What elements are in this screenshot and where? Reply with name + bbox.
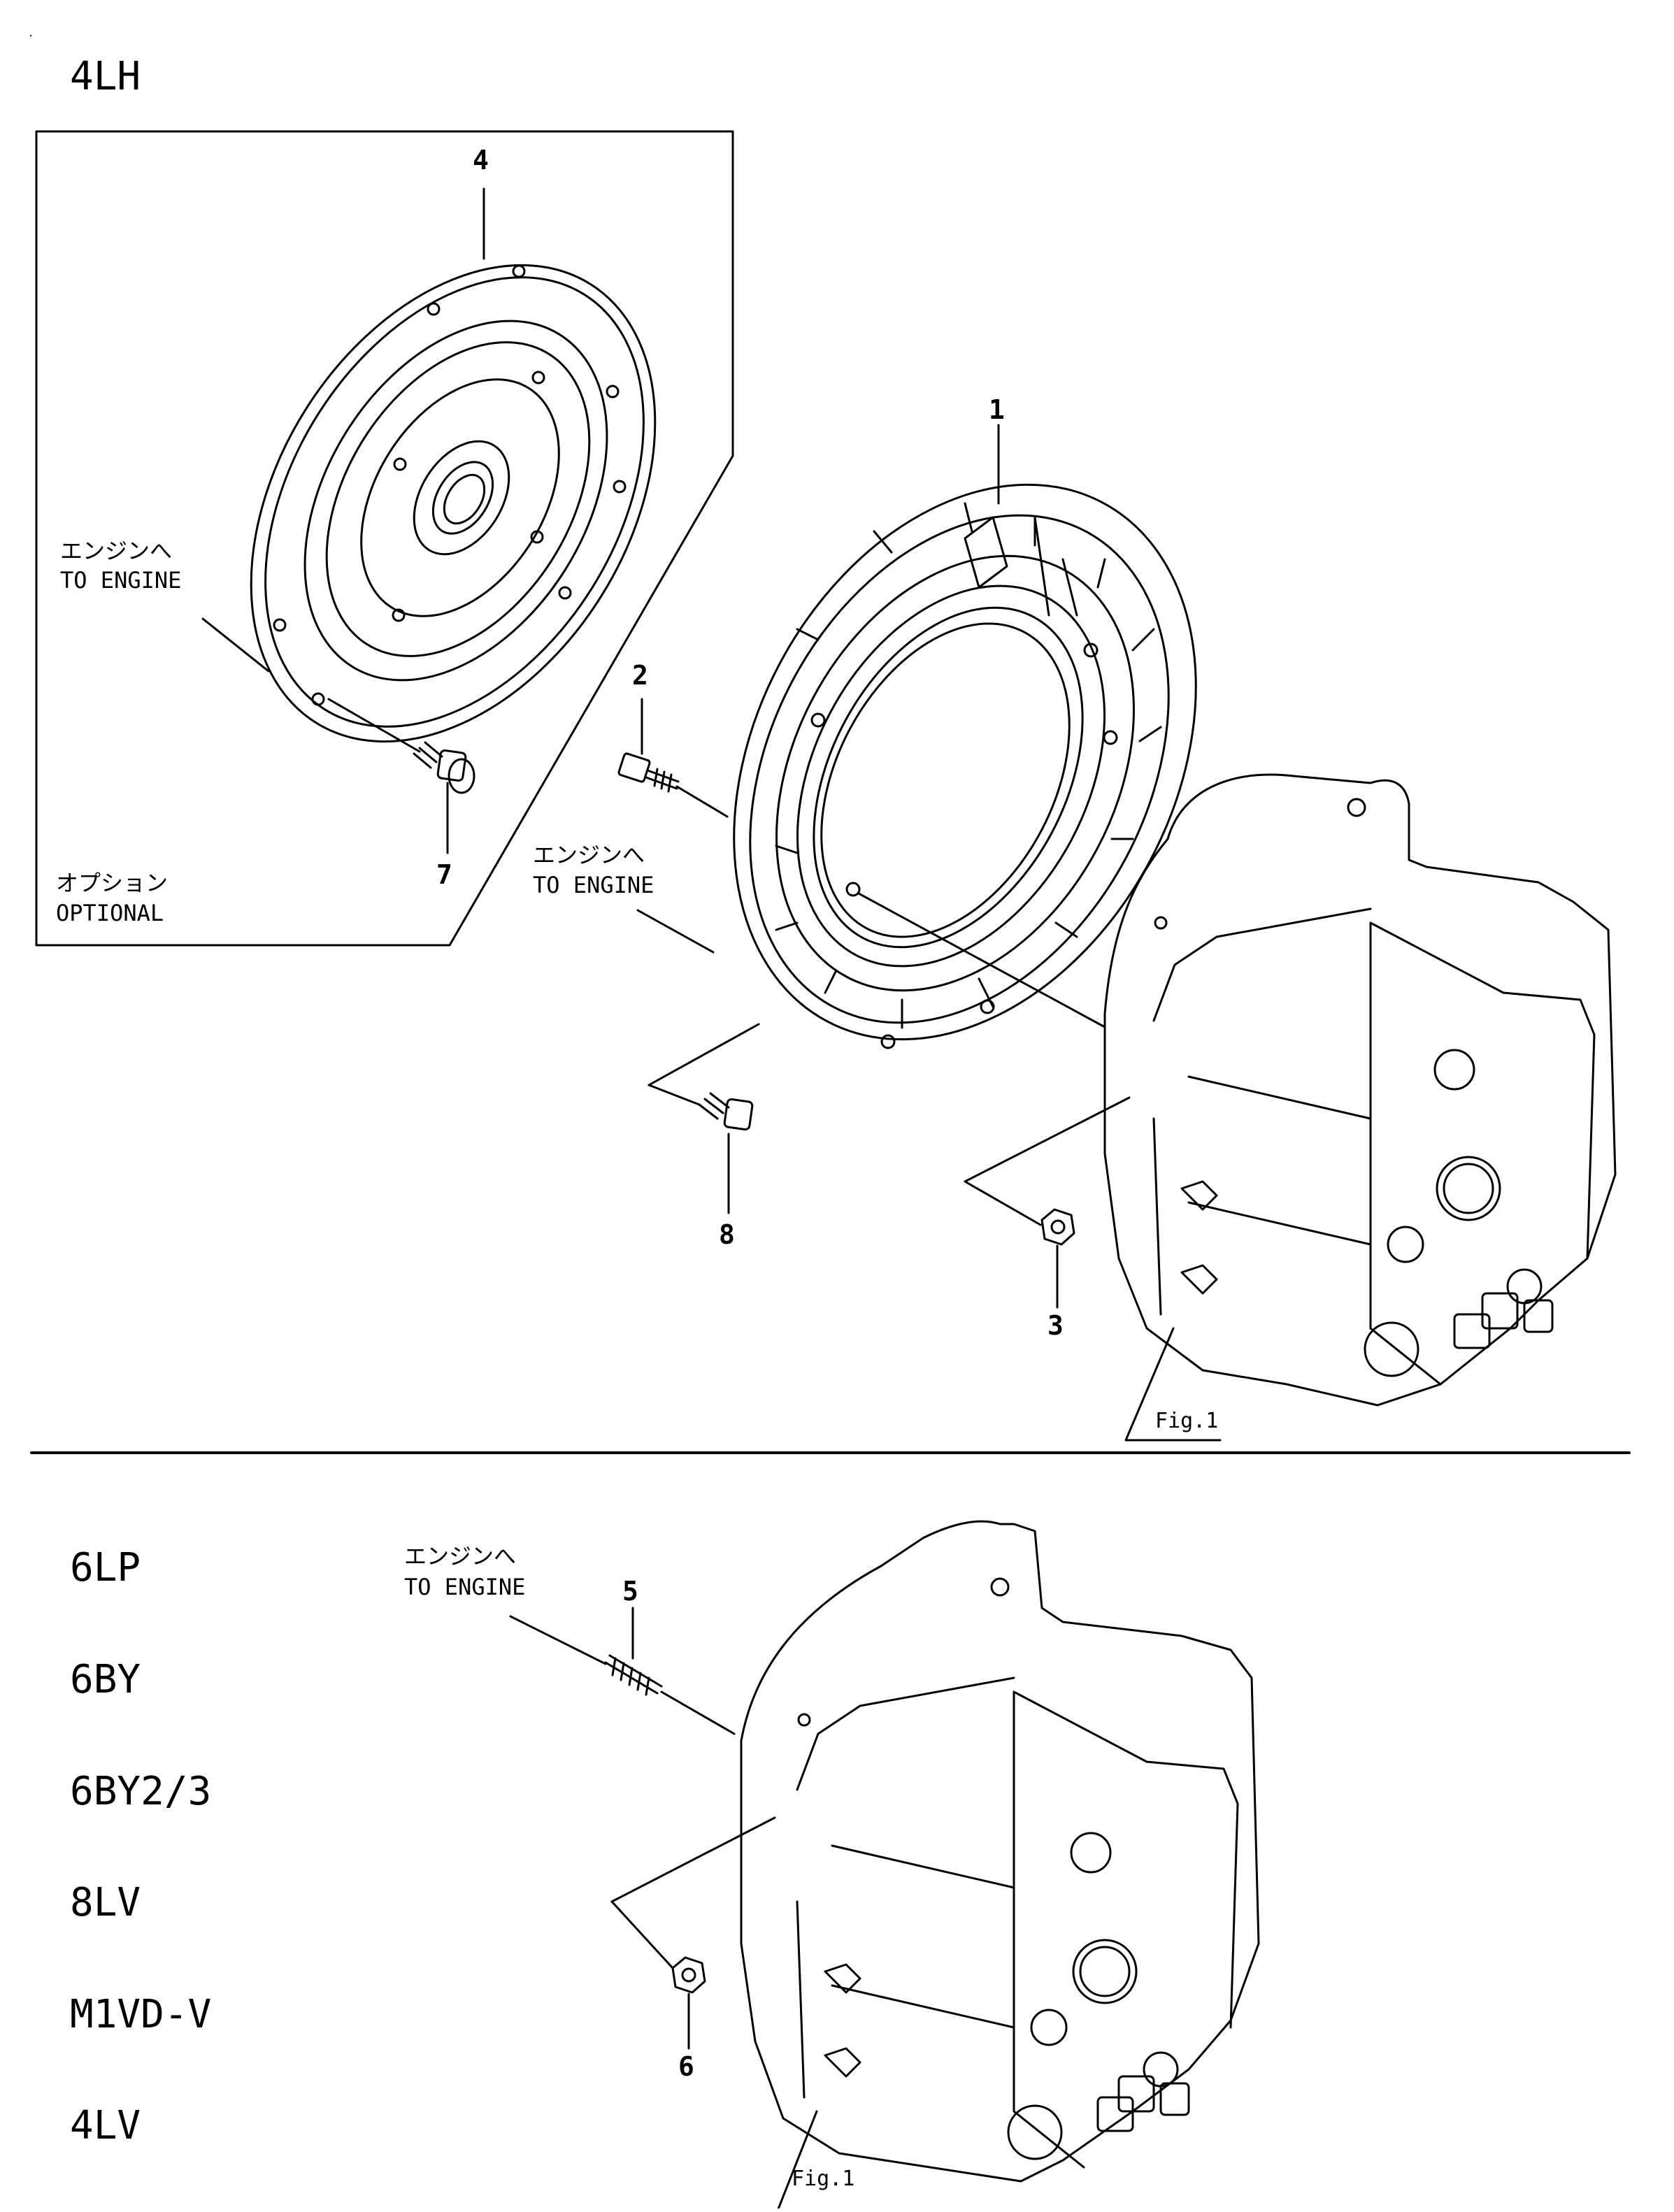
nut-6-drawing <box>671 1956 706 1994</box>
flex-plate-drawing <box>250 264 657 743</box>
gearbox-bottom-drawing <box>740 1520 1260 2183</box>
top-to-engine-ja: エンジンへ <box>533 842 645 868</box>
flywheel-housing-drawing <box>733 483 1197 1049</box>
callout-4: 4 <box>473 145 489 175</box>
leader-nut-6 <box>610 1816 776 1969</box>
leader-bottom-to-engine <box>509 1615 607 1665</box>
top-to-engine-en: TO ENGINE <box>533 872 654 898</box>
callout-5: 5 <box>622 1576 638 1607</box>
callout-3: 3 <box>1047 1310 1064 1341</box>
leader-stud-to-gearbox <box>660 1690 736 1735</box>
bolt-8-drawing <box>698 1092 754 1131</box>
leader-nut-3 <box>964 1096 1131 1226</box>
gearbox-top-drawing <box>1103 773 1617 1407</box>
top-fig-label: Fig.1 <box>1155 1409 1219 1433</box>
optional-note-en: OPTIONAL <box>56 900 164 926</box>
leader-housing-to-gearbox <box>857 892 1105 1028</box>
model-6lp: 6LP <box>70 1545 141 1591</box>
callout-2: 2 <box>632 660 648 691</box>
callout-8: 8 <box>719 1219 735 1250</box>
fig-1-top-leader <box>1124 1327 1222 1442</box>
model-8lv: 8LV <box>70 1880 141 1926</box>
leader-bolt-2-to-housing <box>675 785 729 818</box>
bolt-2-drawing <box>617 752 680 793</box>
bottom-fig-label: Fig.1 <box>792 2167 855 2191</box>
top-model-label: 4LH <box>70 54 141 99</box>
bolt-7-drawing <box>413 741 475 794</box>
bottom-to-engine-en: TO ENGINE <box>404 1574 526 1600</box>
leader-optional-to-engine <box>201 617 270 673</box>
nut-3-drawing <box>1040 1208 1075 1246</box>
optional-to-engine-ja: エンジンへ <box>60 538 173 564</box>
model-4lv: 4LV <box>70 2103 141 2149</box>
leader-bolt-7-to-plate <box>327 698 421 753</box>
optional-note-ja: オプション <box>56 870 169 896</box>
model-6by2-3: 6BY2/3 <box>70 1768 212 1814</box>
callout-7: 7 <box>436 859 452 890</box>
bottom-model-list: 6LP 6BY 6BY2/3 8LV M1VD-V 4LV <box>70 1475 211 2182</box>
optional-box-outline <box>35 130 734 947</box>
corner-mark: . <box>28 28 34 39</box>
optional-to-engine-en: TO ENGINE <box>60 567 182 594</box>
callout-1: 1 <box>989 394 1005 425</box>
model-m1vd-v: M1VD-V <box>70 1991 212 2037</box>
stud-5-drawing <box>604 1654 663 1696</box>
callout-6: 6 <box>678 2051 694 2082</box>
leader-to-engine <box>636 909 715 954</box>
leader-bolt-8 <box>648 1023 760 1106</box>
model-6by: 6BY <box>70 1656 141 1702</box>
bottom-to-engine-ja: エンジンへ <box>404 1543 517 1570</box>
fig-1-bottom-leader <box>775 2110 818 2212</box>
